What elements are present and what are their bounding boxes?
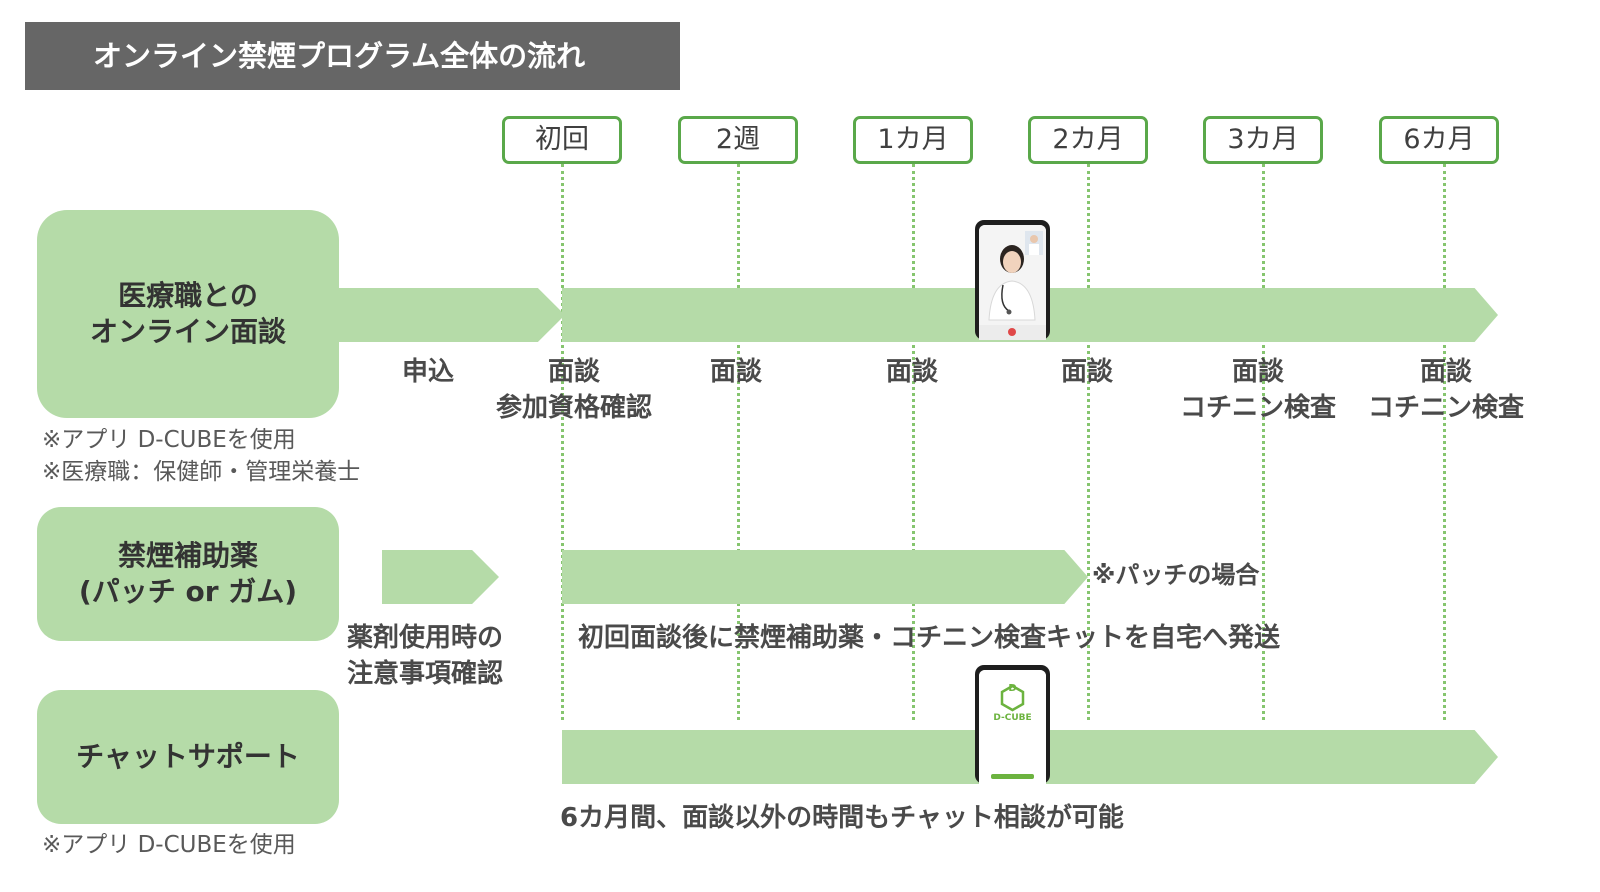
consultation-notes: ※アプリ D-CUBEを使用 ※医療職：保健師・管理栄養士	[42, 424, 360, 488]
timepoint-guideline	[912, 164, 915, 720]
label-initial-consultation: 面談 参加資格確認	[474, 354, 674, 426]
chat-note: ※アプリ D-CUBEを使用	[42, 832, 296, 858]
phone-video-call-image	[975, 220, 1050, 340]
label-1month-consultation: 面談	[885, 357, 938, 387]
timepoint-2weeks: 2週	[678, 116, 798, 164]
app-logo-letter: D	[1008, 683, 1017, 694]
label-precaution: 薬剤使用時の 注意事項確認	[347, 620, 503, 692]
category-label-line: (パッチ or ガム)	[78, 575, 298, 608]
category-label-line: 禁煙補助薬	[117, 539, 258, 572]
category-chat-support: チャットサポート	[37, 690, 339, 824]
timepoint-initial: 初回	[502, 116, 622, 164]
label-chat-caption: 6カ月間、面談以外の時間もチャット相談が可能	[560, 803, 1124, 833]
label-2weeks-consultation: 面談	[709, 357, 762, 387]
arrow-application	[339, 288, 565, 342]
label-shipping: 初回面談後に禁煙補助薬・コチニン検査キットを自宅へ発送	[578, 623, 1281, 653]
arrow-precaution	[382, 550, 499, 604]
label-3months-consultation: 面談 コチニン検査	[1168, 354, 1348, 426]
d-cube-logo-icon	[1000, 684, 1025, 712]
note-line: ※医療職：保健師・管理栄養士	[42, 459, 361, 485]
category-smoking-cessation-aid: 禁煙補助薬 (パッチ or ガム)	[37, 507, 339, 641]
timepoint-guideline	[1087, 164, 1090, 720]
label-line: 面談	[547, 357, 600, 387]
timepoint-guideline	[1443, 164, 1446, 720]
label-line: 面談	[1231, 357, 1284, 387]
timepoint-guideline	[561, 164, 564, 720]
timepoint-guideline	[737, 164, 740, 720]
timepoint-3months: 3カ月	[1203, 116, 1323, 164]
note-line: ※アプリ D-CUBEを使用	[42, 427, 296, 453]
app-logo-name: D-CUBE	[993, 713, 1032, 723]
arrow-medicine-period	[562, 550, 1088, 604]
label-line: 面談	[1419, 357, 1472, 387]
app-screen	[979, 670, 1046, 784]
timepoint-2months: 2カ月	[1028, 116, 1148, 164]
timepoint-1month: 1カ月	[853, 116, 973, 164]
label-line: 注意事項確認	[347, 659, 504, 689]
page-title: オンライン禁煙プログラム全体の流れ	[25, 22, 680, 90]
category-label-line: チャットサポート	[76, 740, 300, 773]
label-line: 薬剤使用時の	[347, 623, 504, 653]
doctor-image	[979, 225, 1046, 340]
category-online-consultation: 医療職との オンライン面談	[37, 210, 339, 418]
category-label-line: オンライン面談	[89, 315, 286, 348]
label-patch-note: ※パッチの場合	[1092, 561, 1260, 589]
category-label-line: 医療職との	[118, 279, 258, 312]
label-6months-consultation: 面談 コチニン検査	[1356, 354, 1536, 426]
timepoint-6months: 6カ月	[1379, 116, 1499, 164]
label-application: 申込	[402, 357, 455, 387]
label-line: コチニン検査	[1367, 393, 1524, 423]
label-line: コチニン検査	[1179, 393, 1336, 423]
phone-app-image: D D-CUBE	[975, 665, 1050, 784]
label-line: 参加資格確認	[495, 393, 652, 423]
timepoint-guideline	[1262, 164, 1265, 720]
label-2months-consultation: 面談	[1060, 357, 1113, 387]
